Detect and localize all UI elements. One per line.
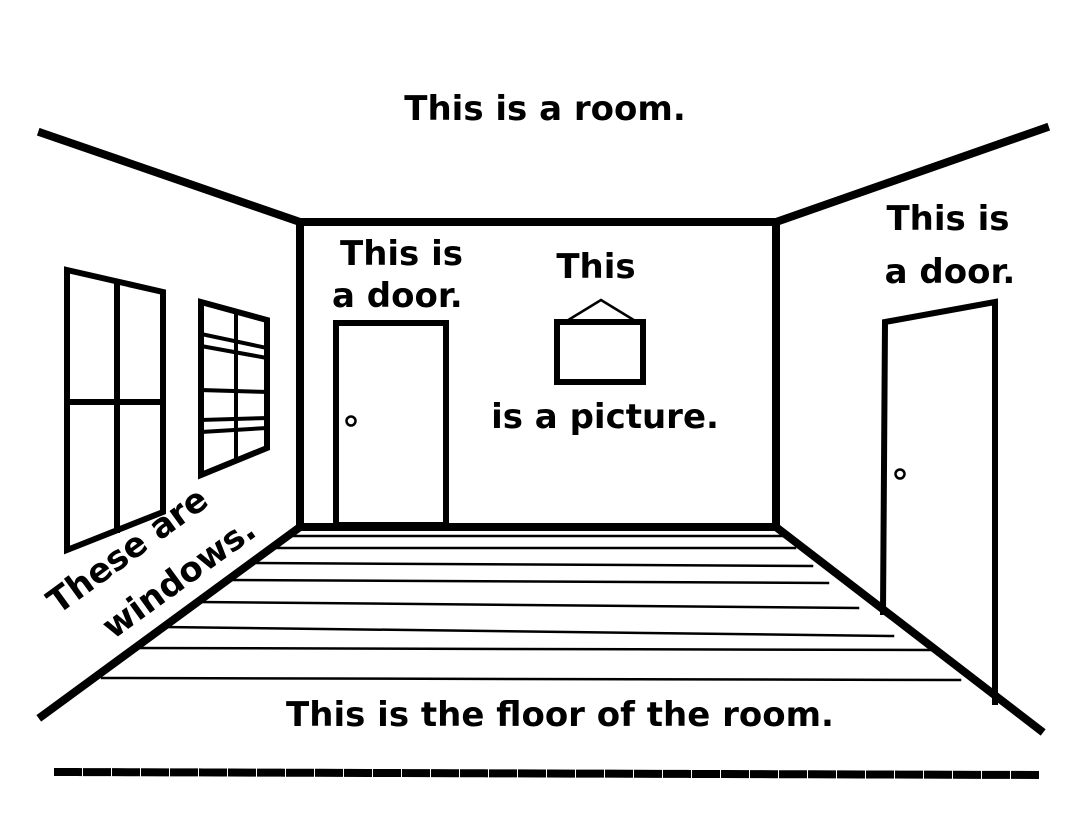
floor-label: This is the floor of the room. [286,695,834,735]
center-door [333,320,449,528]
picture-label-top: This [556,247,635,287]
window-small [198,298,270,480]
window-small-slat [198,387,270,395]
ceiling-right-edge [770,122,1051,228]
floor-board [225,578,830,585]
dashed-writing-line [53,767,1043,780]
window-small-slat [198,415,270,423]
window-large-frame [64,266,166,555]
floor-board [196,600,860,610]
picture-hanging-wire [563,298,639,324]
floor-board [162,625,895,638]
window-small-slat [198,343,270,361]
picture-label-bottom: is a picture. [491,397,719,437]
floor-left-edge [36,521,306,722]
center-door-label-line2: a door. [332,276,463,316]
right-door [879,298,998,705]
center-door-knob-icon [345,415,357,427]
window-small-frame [198,298,270,480]
floor-boards [100,534,962,682]
picture-frame-border [554,319,646,385]
right-door-frame [879,298,998,705]
picture-frame [554,298,646,385]
floor-board [248,561,814,568]
right-door-knob-icon [894,468,906,480]
center-door-label-line1: This is [340,234,463,274]
window-small-slat [198,331,270,351]
floor-board [100,676,962,682]
right-door-label-line1: This is [886,199,1009,239]
ceiling-left-edge [36,127,306,228]
floor-board [132,646,932,652]
back-wall [296,218,780,531]
center-door-frame [333,320,449,528]
window-small-slat [198,425,270,435]
window-large [64,266,166,555]
right-door-label-line2: a door. [885,252,1016,292]
room-title: This is a room. [404,89,685,129]
